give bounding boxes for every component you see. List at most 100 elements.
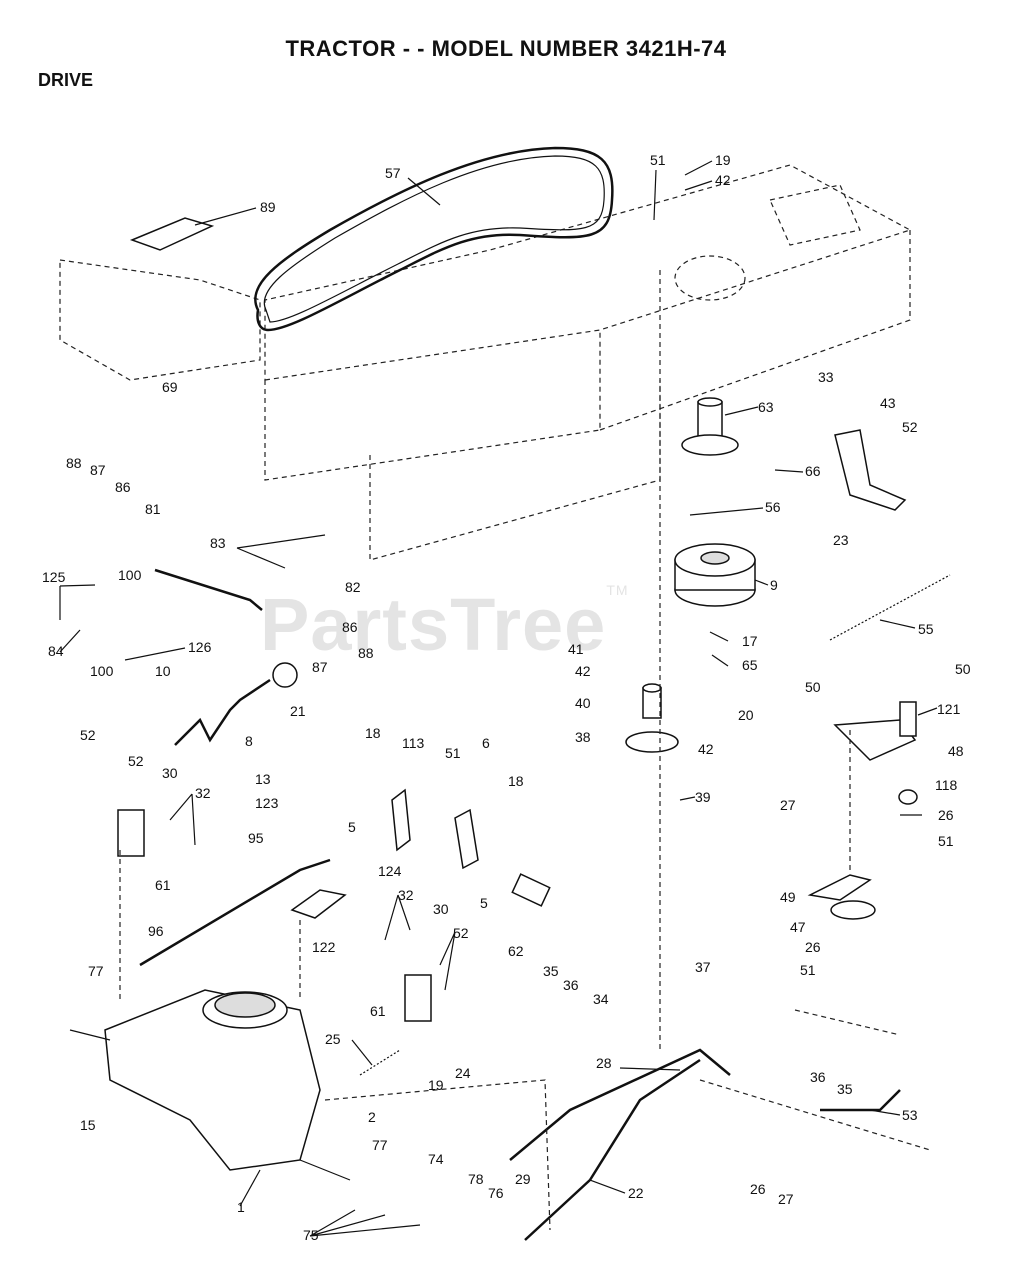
callout-125: 125 (42, 569, 66, 585)
callout-23: 23 (833, 532, 849, 548)
rod-8 (174, 678, 271, 746)
transaxle (69, 989, 351, 1181)
callout-52c: 52 (128, 753, 144, 769)
callout-52d: 52 (453, 925, 469, 941)
callout-57: 57 (385, 165, 401, 181)
callout-26c: 26 (750, 1181, 766, 1197)
callout-38: 38 (575, 729, 591, 745)
callout-32: 32 (195, 785, 211, 801)
watermark-tm: TM (606, 582, 629, 598)
callout-81: 81 (145, 501, 161, 517)
knob-21 (272, 662, 298, 688)
callout-51c: 51 (800, 962, 816, 978)
callout-27b: 27 (778, 1191, 794, 1207)
watermark-text: PartsTree (260, 583, 607, 666)
callout-100b: 100 (90, 663, 114, 679)
callout-87b: 87 (312, 659, 328, 675)
electric-clutch (674, 543, 756, 607)
callout-56: 56 (765, 499, 781, 515)
callout-9: 9 (770, 577, 778, 593)
callout-40: 40 (575, 695, 591, 711)
callout-61: 61 (155, 877, 171, 893)
callout-51b: 51 (938, 833, 954, 849)
callout-15: 15 (80, 1117, 96, 1133)
callout-76: 76 (488, 1185, 504, 1201)
section-label: DRIVE (38, 70, 94, 90)
callout-66: 66 (805, 463, 821, 479)
callout-78: 78 (468, 1171, 484, 1187)
bracket-30-right (404, 974, 432, 1022)
callout-6b: 5 (480, 895, 488, 911)
callout-20: 20 (738, 707, 754, 723)
callout-61b: 61 (370, 1003, 386, 1019)
pulley-47 (830, 900, 876, 920)
pedal-plate (129, 217, 215, 251)
callout-50: 50 (805, 679, 821, 695)
callout-26: 26 (938, 807, 954, 823)
callout-87: 87 (90, 462, 106, 478)
callout-39: 39 (695, 789, 711, 805)
watermark-logo: PartsTreeTM (260, 582, 629, 667)
callout-25: 25 (325, 1031, 341, 1047)
callout-86b: 86 (342, 619, 358, 635)
callout-35b: 35 (837, 1081, 853, 1097)
leader-lines (59, 160, 938, 1237)
callout-42: 42 (715, 172, 731, 188)
callout-13: 13 (255, 771, 271, 787)
callout-48: 48 (948, 743, 964, 759)
spring (829, 574, 951, 641)
callout-83: 83 (210, 535, 226, 551)
callout-26b: 26 (805, 939, 821, 955)
callout-82: 82 (345, 579, 361, 595)
callout-124: 124 (378, 863, 402, 879)
callout-77b: 77 (372, 1137, 388, 1153)
callout-126: 126 (188, 639, 212, 655)
callout-86: 86 (115, 479, 131, 495)
callout-labels: 57 89 51 19 42 69 63 33 43 52 66 56 23 8… (42, 152, 971, 1243)
callout-32b: 32 (398, 887, 414, 903)
callout-47: 47 (790, 919, 806, 935)
callout-51: 51 (650, 152, 666, 168)
sleeve-62 (511, 873, 551, 907)
callout-55: 55 (918, 621, 934, 637)
callout-118: 118 (935, 777, 958, 793)
rod-53 (820, 1089, 901, 1112)
callout-34: 34 (593, 991, 609, 1007)
callout-69: 69 (162, 379, 178, 395)
callout-50b: 50 (955, 661, 971, 677)
callout-27: 27 (780, 797, 796, 813)
callout-2: 2 (368, 1109, 376, 1125)
callout-19b: 19 (428, 1077, 444, 1093)
callout-29: 29 (515, 1171, 531, 1187)
bracket-23 (834, 429, 907, 511)
rod-28 (509, 1048, 731, 1161)
callout-30: 30 (162, 765, 178, 781)
shift-rod-81 (154, 568, 263, 611)
callout-6: 5 (348, 819, 356, 835)
callout-30b: 30 (433, 901, 449, 917)
callout-5: 6 (482, 735, 490, 751)
callout-100: 100 (118, 567, 142, 583)
callout-18: 18 (365, 725, 381, 741)
callout-96: 96 (148, 923, 164, 939)
callout-51d: 51 (445, 745, 461, 761)
callout-19: 19 (715, 152, 731, 168)
callout-121: 121 (937, 701, 961, 717)
callout-42b: 42 (575, 663, 591, 679)
callout-36: 36 (563, 977, 579, 993)
drive-belt (254, 146, 614, 332)
callout-18b: 18 (508, 773, 524, 789)
bracket-49 (807, 874, 872, 901)
callout-28: 28 (596, 1055, 612, 1071)
callout-17: 17 (742, 633, 758, 649)
rod-22 (524, 1058, 701, 1241)
bracket-5 (454, 808, 479, 870)
callout-43: 43 (880, 395, 896, 411)
callout-122: 122 (312, 939, 336, 955)
callout-88b: 88 (358, 645, 374, 661)
bracket-113 (391, 788, 411, 852)
callout-10: 10 (155, 663, 171, 679)
bracket-48 (833, 719, 917, 761)
